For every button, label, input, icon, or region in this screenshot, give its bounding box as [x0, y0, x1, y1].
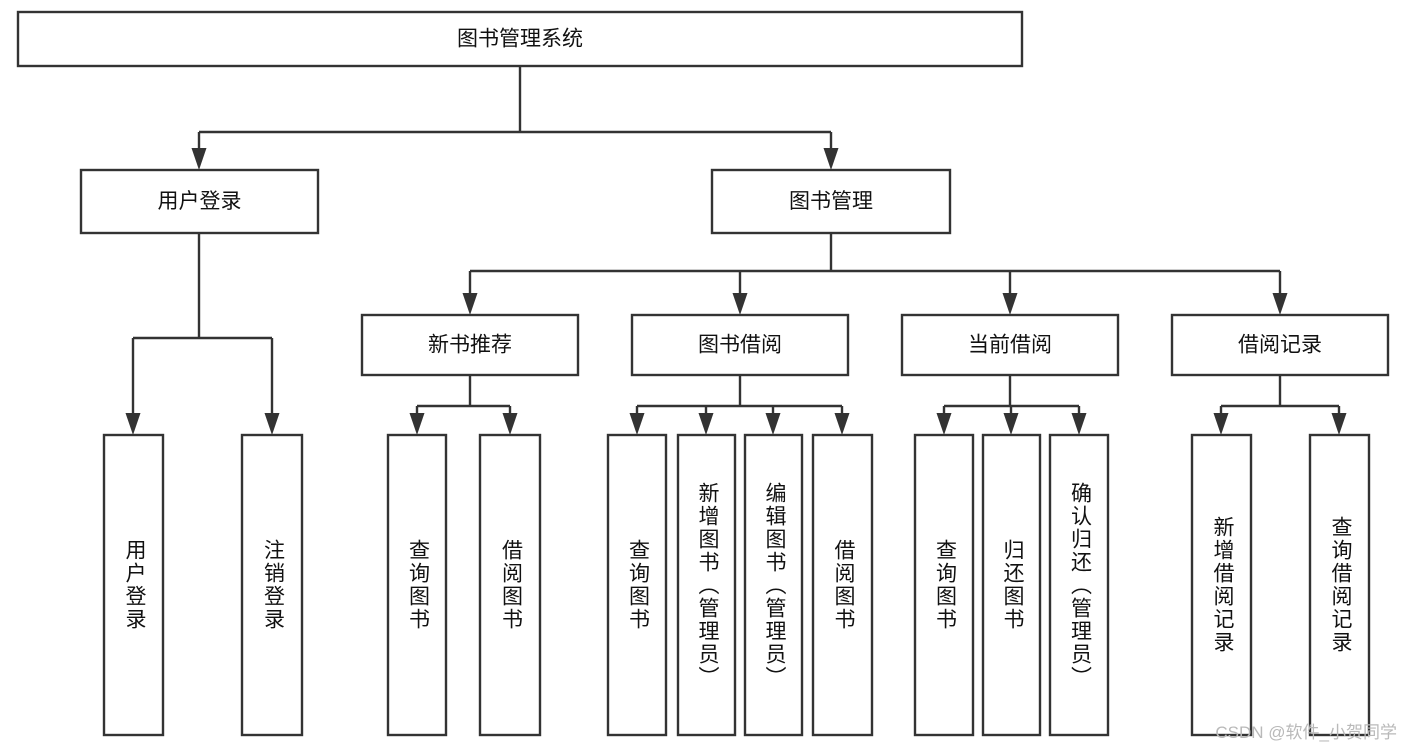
- arrow-head-icon: [732, 293, 748, 315]
- connector-conn-book-borrow: [629, 375, 850, 435]
- node-box-layer: [16, 10, 1390, 737]
- node-box-leaf-query-book[interactable]: [606, 433, 668, 737]
- connector-line: [468, 233, 1282, 296]
- connector-line: [942, 375, 1081, 416]
- node-label-book-borrow: 图书借阅: [698, 334, 782, 357]
- node-box-leaf-borrow-book[interactable]: [811, 433, 874, 737]
- node-label-current-borrow: 当前借阅: [968, 334, 1052, 357]
- arrow-head-icon: [1272, 293, 1288, 315]
- connector-line: [1219, 375, 1341, 416]
- node-box-leaf-logout[interactable]: [240, 433, 304, 737]
- node-box-leaf-edit-book[interactable]: [743, 433, 804, 737]
- arrow-head-icon: [191, 148, 207, 170]
- node-box-user-login[interactable]: [79, 168, 320, 235]
- node-label-new-book-recommend: 新书推荐: [428, 334, 512, 357]
- arrow-head-icon: [462, 293, 478, 315]
- connector-conn-current-borrow: [936, 375, 1087, 435]
- arrow-head-icon: [1003, 413, 1019, 435]
- node-label-book-manage: 图书管理: [789, 190, 873, 213]
- node-box-leaf-query-book-recommend[interactable]: [386, 433, 448, 737]
- connector-layer: [125, 66, 1347, 435]
- node-label-borrow-record: 借阅记录: [1238, 334, 1322, 357]
- node-box-book-borrow[interactable]: [630, 313, 850, 377]
- arrow-head-icon: [834, 413, 850, 435]
- connector-line: [131, 233, 274, 416]
- connector-line: [197, 66, 833, 151]
- arrow-head-icon: [698, 413, 714, 435]
- arrow-head-icon: [936, 413, 952, 435]
- arrow-head-icon: [1071, 413, 1087, 435]
- arrow-head-icon: [823, 148, 839, 170]
- node-box-new-book-recommend[interactable]: [360, 313, 580, 377]
- arrow-head-icon: [629, 413, 645, 435]
- connector-line: [635, 375, 844, 416]
- connector-conn-borrow-record: [1213, 375, 1347, 435]
- node-box-leaf-add-borrow-record[interactable]: [1190, 433, 1253, 737]
- connector-line: [415, 375, 512, 416]
- node-box-leaf-confirm-return[interactable]: [1048, 433, 1110, 737]
- node-box-book-manage[interactable]: [710, 168, 952, 235]
- node-box-root[interactable]: [16, 10, 1024, 68]
- arrow-head-icon: [1002, 293, 1018, 315]
- arrow-head-icon: [502, 413, 518, 435]
- arrow-head-icon: [1331, 413, 1347, 435]
- node-box-borrow-record[interactable]: [1170, 313, 1390, 377]
- arrow-head-icon: [125, 413, 141, 435]
- connector-conn-user-login: [125, 233, 280, 435]
- arrow-head-icon: [1213, 413, 1229, 435]
- connector-conn-root: [191, 66, 839, 170]
- connector-conn-book-manage: [462, 233, 1288, 315]
- node-box-current-borrow[interactable]: [900, 313, 1120, 377]
- node-box-leaf-query-book-current[interactable]: [913, 433, 975, 737]
- arrow-head-icon: [264, 413, 280, 435]
- node-box-leaf-query-borrow-record[interactable]: [1308, 433, 1371, 737]
- arrow-head-icon: [765, 413, 781, 435]
- node-label-root: 图书管理系统: [457, 28, 583, 51]
- node-box-leaf-return-book[interactable]: [981, 433, 1042, 737]
- node-label-user-login: 用户登录: [158, 190, 242, 213]
- node-box-leaf-user-login[interactable]: [102, 433, 165, 737]
- connector-conn-new-book: [409, 375, 518, 435]
- node-box-leaf-borrow-book-recommend[interactable]: [478, 433, 542, 737]
- watermark-text: CSDN @软件_小贺同学: [1215, 723, 1397, 742]
- node-box-leaf-add-book[interactable]: [676, 433, 737, 737]
- arrow-head-icon: [409, 413, 425, 435]
